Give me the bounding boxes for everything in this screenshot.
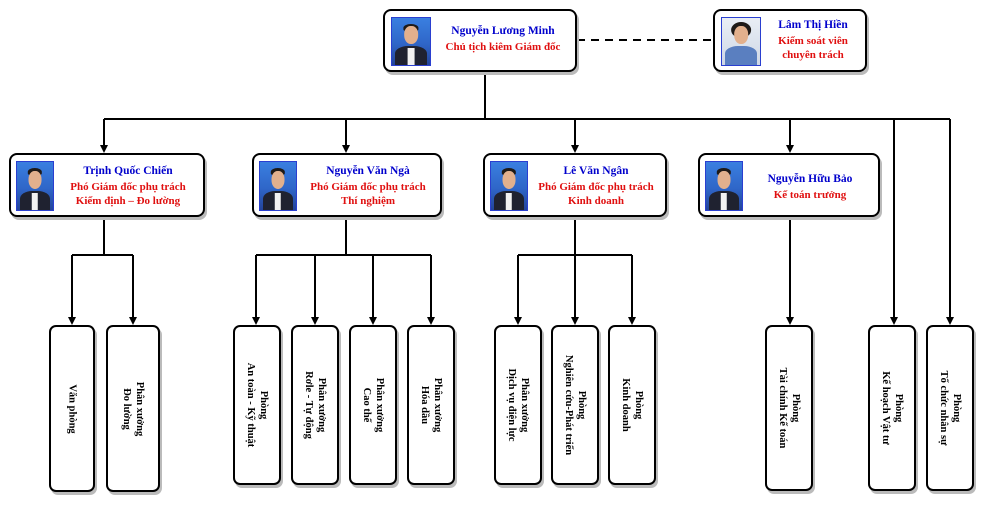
dept-9-line2: Kinh doanh xyxy=(620,378,631,432)
dept-11-line2: Kế hoạch Vật tư xyxy=(880,371,891,445)
manager-card-1: Trịnh Quốc Chiến Phó Giám đốc phụ trách … xyxy=(9,153,205,217)
manager-photo-3 xyxy=(490,161,528,211)
dept-9-line1: Phòng xyxy=(633,390,644,420)
dept-box-2: Phân xưởng Đo lường xyxy=(106,325,160,492)
dept-box-3: Phòng An toàn - Kỹ thuật xyxy=(233,325,281,485)
dept-3-line1: Phòng xyxy=(258,390,269,420)
dept-12-line1: Phòng xyxy=(951,393,962,423)
manager-card-2: Nguyễn Văn Ngà Phó Giám đốc phụ trách Th… xyxy=(252,153,442,217)
dept-3-line2: An toàn - Kỹ thuật xyxy=(245,362,256,448)
dept-box-5: Phân xưởng Cao thế xyxy=(349,325,397,485)
dept-11-line1: Phòng xyxy=(893,393,904,423)
dept-6-line1: Phân xưởng xyxy=(432,377,443,433)
dept-6-line2: Hóa dầu xyxy=(419,385,430,425)
dept-8-line2: Nghiên cứu-Phát triển xyxy=(563,354,574,456)
manager-photo-1 xyxy=(16,161,54,211)
manager-role-3a: Phó Giám đốc phụ trách xyxy=(538,181,654,193)
dept-2-line1: Phân xưởng xyxy=(134,381,145,436)
chairman-photo xyxy=(391,17,431,66)
manager-role-2b: Thí nghiệm xyxy=(340,195,396,207)
dept-box-4: Phân xưởng Rơle - Tự động xyxy=(291,325,339,485)
dept-4-line2: Rơle - Tự động xyxy=(303,371,314,439)
dept-8-line1: Phòng xyxy=(576,390,587,420)
dept-box-12: Phòng Tổ chức nhân sự xyxy=(926,325,974,491)
manager-name-1: Trịnh Quốc Chiến xyxy=(83,165,173,177)
dept-box-10: Phòng Tài chính Kế toán xyxy=(765,325,813,491)
manager-name-3: Lê Văn Ngân xyxy=(563,165,629,177)
dept-7-line1: Phân xưởng xyxy=(519,377,530,433)
manager-role-3b: Kinh doanh xyxy=(568,195,624,207)
dept-5-line2: Cao thế xyxy=(361,387,372,423)
dept-box-1: Văn phòng xyxy=(49,325,95,492)
manager-photo-2 xyxy=(259,161,297,211)
chairman-card: Nguyễn Lương Minh Chủ tịch kiêm Giám đốc xyxy=(383,9,577,72)
manager-name-4: Nguyễn Hữu Bảo xyxy=(767,173,853,185)
manager-photo-4 xyxy=(705,161,743,211)
dept-box-7: Phân xưởng Dịch vụ điện lực xyxy=(494,325,542,485)
supervisor-role-line1: Kiểm soát viên xyxy=(778,35,848,47)
dept-box-8: Phòng Nghiên cứu-Phát triển xyxy=(551,325,599,485)
manager-card-4: Nguyễn Hữu Bảo Kế toán trưởng xyxy=(698,153,880,217)
supervisor-card: Lâm Thị Hiền Kiểm soát viên chuyên trách xyxy=(713,9,867,72)
supervisor-name: Lâm Thị Hiền xyxy=(778,19,848,31)
manager-role-1a: Phó Giám đốc phụ trách xyxy=(70,181,186,193)
manager-card-3: Lê Văn Ngân Phó Giám đốc phụ trách Kinh … xyxy=(483,153,667,217)
dept-1-line1: Văn phòng xyxy=(66,383,78,434)
manager-role-1b: Kiểm định – Đo lường xyxy=(75,195,181,207)
chairman-role: Chủ tịch kiêm Giám đốc xyxy=(445,41,561,53)
chairman-name: Nguyễn Lương Minh xyxy=(451,25,555,37)
dept-10-line1: Phòng xyxy=(790,393,801,423)
dept-2-line2: Đo lường xyxy=(121,387,132,430)
manager-name-2: Nguyễn Văn Ngà xyxy=(326,165,410,177)
dept-4-line1: Phân xưởng xyxy=(316,377,327,433)
dept-5-line1: Phân xưởng xyxy=(374,377,385,433)
dept-box-11: Phòng Kế hoạch Vật tư xyxy=(868,325,916,491)
dept-box-9: Phòng Kinh doanh xyxy=(608,325,656,485)
manager-role-4a: Kế toán trưởng xyxy=(773,189,847,201)
manager-role-2a: Phó Giám đốc phụ trách xyxy=(310,181,426,193)
supervisor-photo xyxy=(721,17,761,66)
supervisor-role-line2: chuyên trách xyxy=(782,49,844,61)
dept-box-6: Phân xưởng Hóa dầu xyxy=(407,325,455,485)
dept-7-line2: Dịch vụ điện lực xyxy=(506,368,517,442)
dept-10-line2: Tài chính Kế toán xyxy=(777,367,788,449)
dept-12-line2: Tổ chức nhân sự xyxy=(938,370,949,446)
